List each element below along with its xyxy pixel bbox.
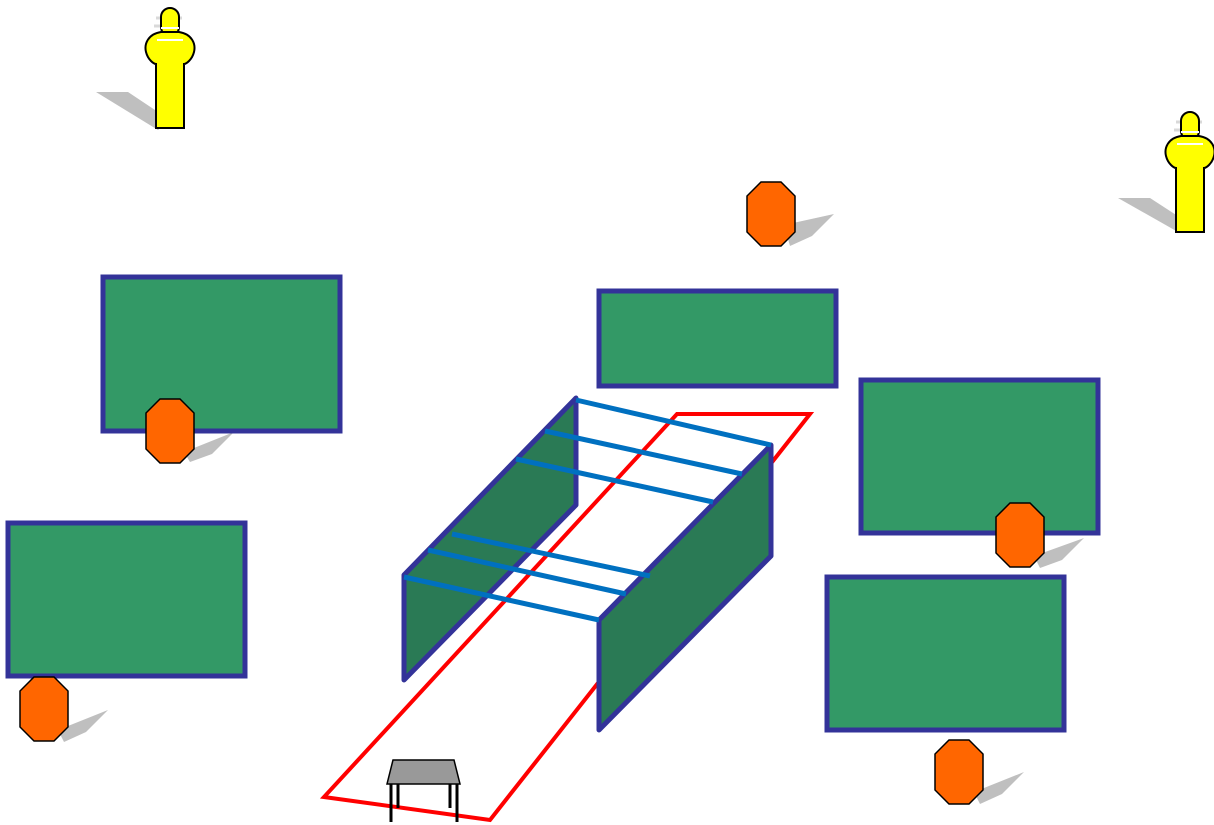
- overhead-bar: [515, 456, 714, 505]
- octagon-popper-icon: [995, 502, 1045, 568]
- steel-shadow: [784, 214, 834, 246]
- overhead-bar: [451, 531, 651, 579]
- no-shoot-silhouette-icon: [144, 7, 196, 129]
- port-walls: [401, 395, 774, 733]
- octagon-popper-icon: [746, 181, 796, 247]
- no-shoot-shadow: [96, 92, 170, 130]
- overhead-bar: [575, 397, 772, 448]
- overhead-bars: [403, 397, 772, 623]
- octagon-popper-icon: [145, 398, 195, 464]
- wall: [858, 377, 1101, 536]
- overhead-bar: [544, 428, 743, 477]
- steel-shadow: [974, 772, 1024, 804]
- port-wall-right: [596, 442, 774, 733]
- no-shoot-shadow: [1118, 198, 1190, 232]
- overhead-bar: [403, 574, 600, 623]
- fault-line: [319, 412, 815, 823]
- octagon-popper-icon: [19, 676, 69, 742]
- wall: [824, 574, 1067, 733]
- steel-shadow: [184, 432, 234, 462]
- wall: [100, 274, 343, 434]
- steel-shadow: [1034, 538, 1084, 568]
- octagon-popper-icon: [934, 739, 984, 805]
- start-table-icon: [386, 759, 461, 822]
- wall: [596, 288, 839, 389]
- shadows: [58, 92, 1190, 804]
- walls: [5, 274, 1101, 733]
- steel-targets: [19, 181, 1045, 805]
- overhead-bar: [427, 547, 627, 597]
- no-shoot-targets: [144, 7, 1214, 233]
- wall: [5, 520, 248, 679]
- steel-shadow: [58, 710, 108, 742]
- port-wall-left: [401, 395, 579, 683]
